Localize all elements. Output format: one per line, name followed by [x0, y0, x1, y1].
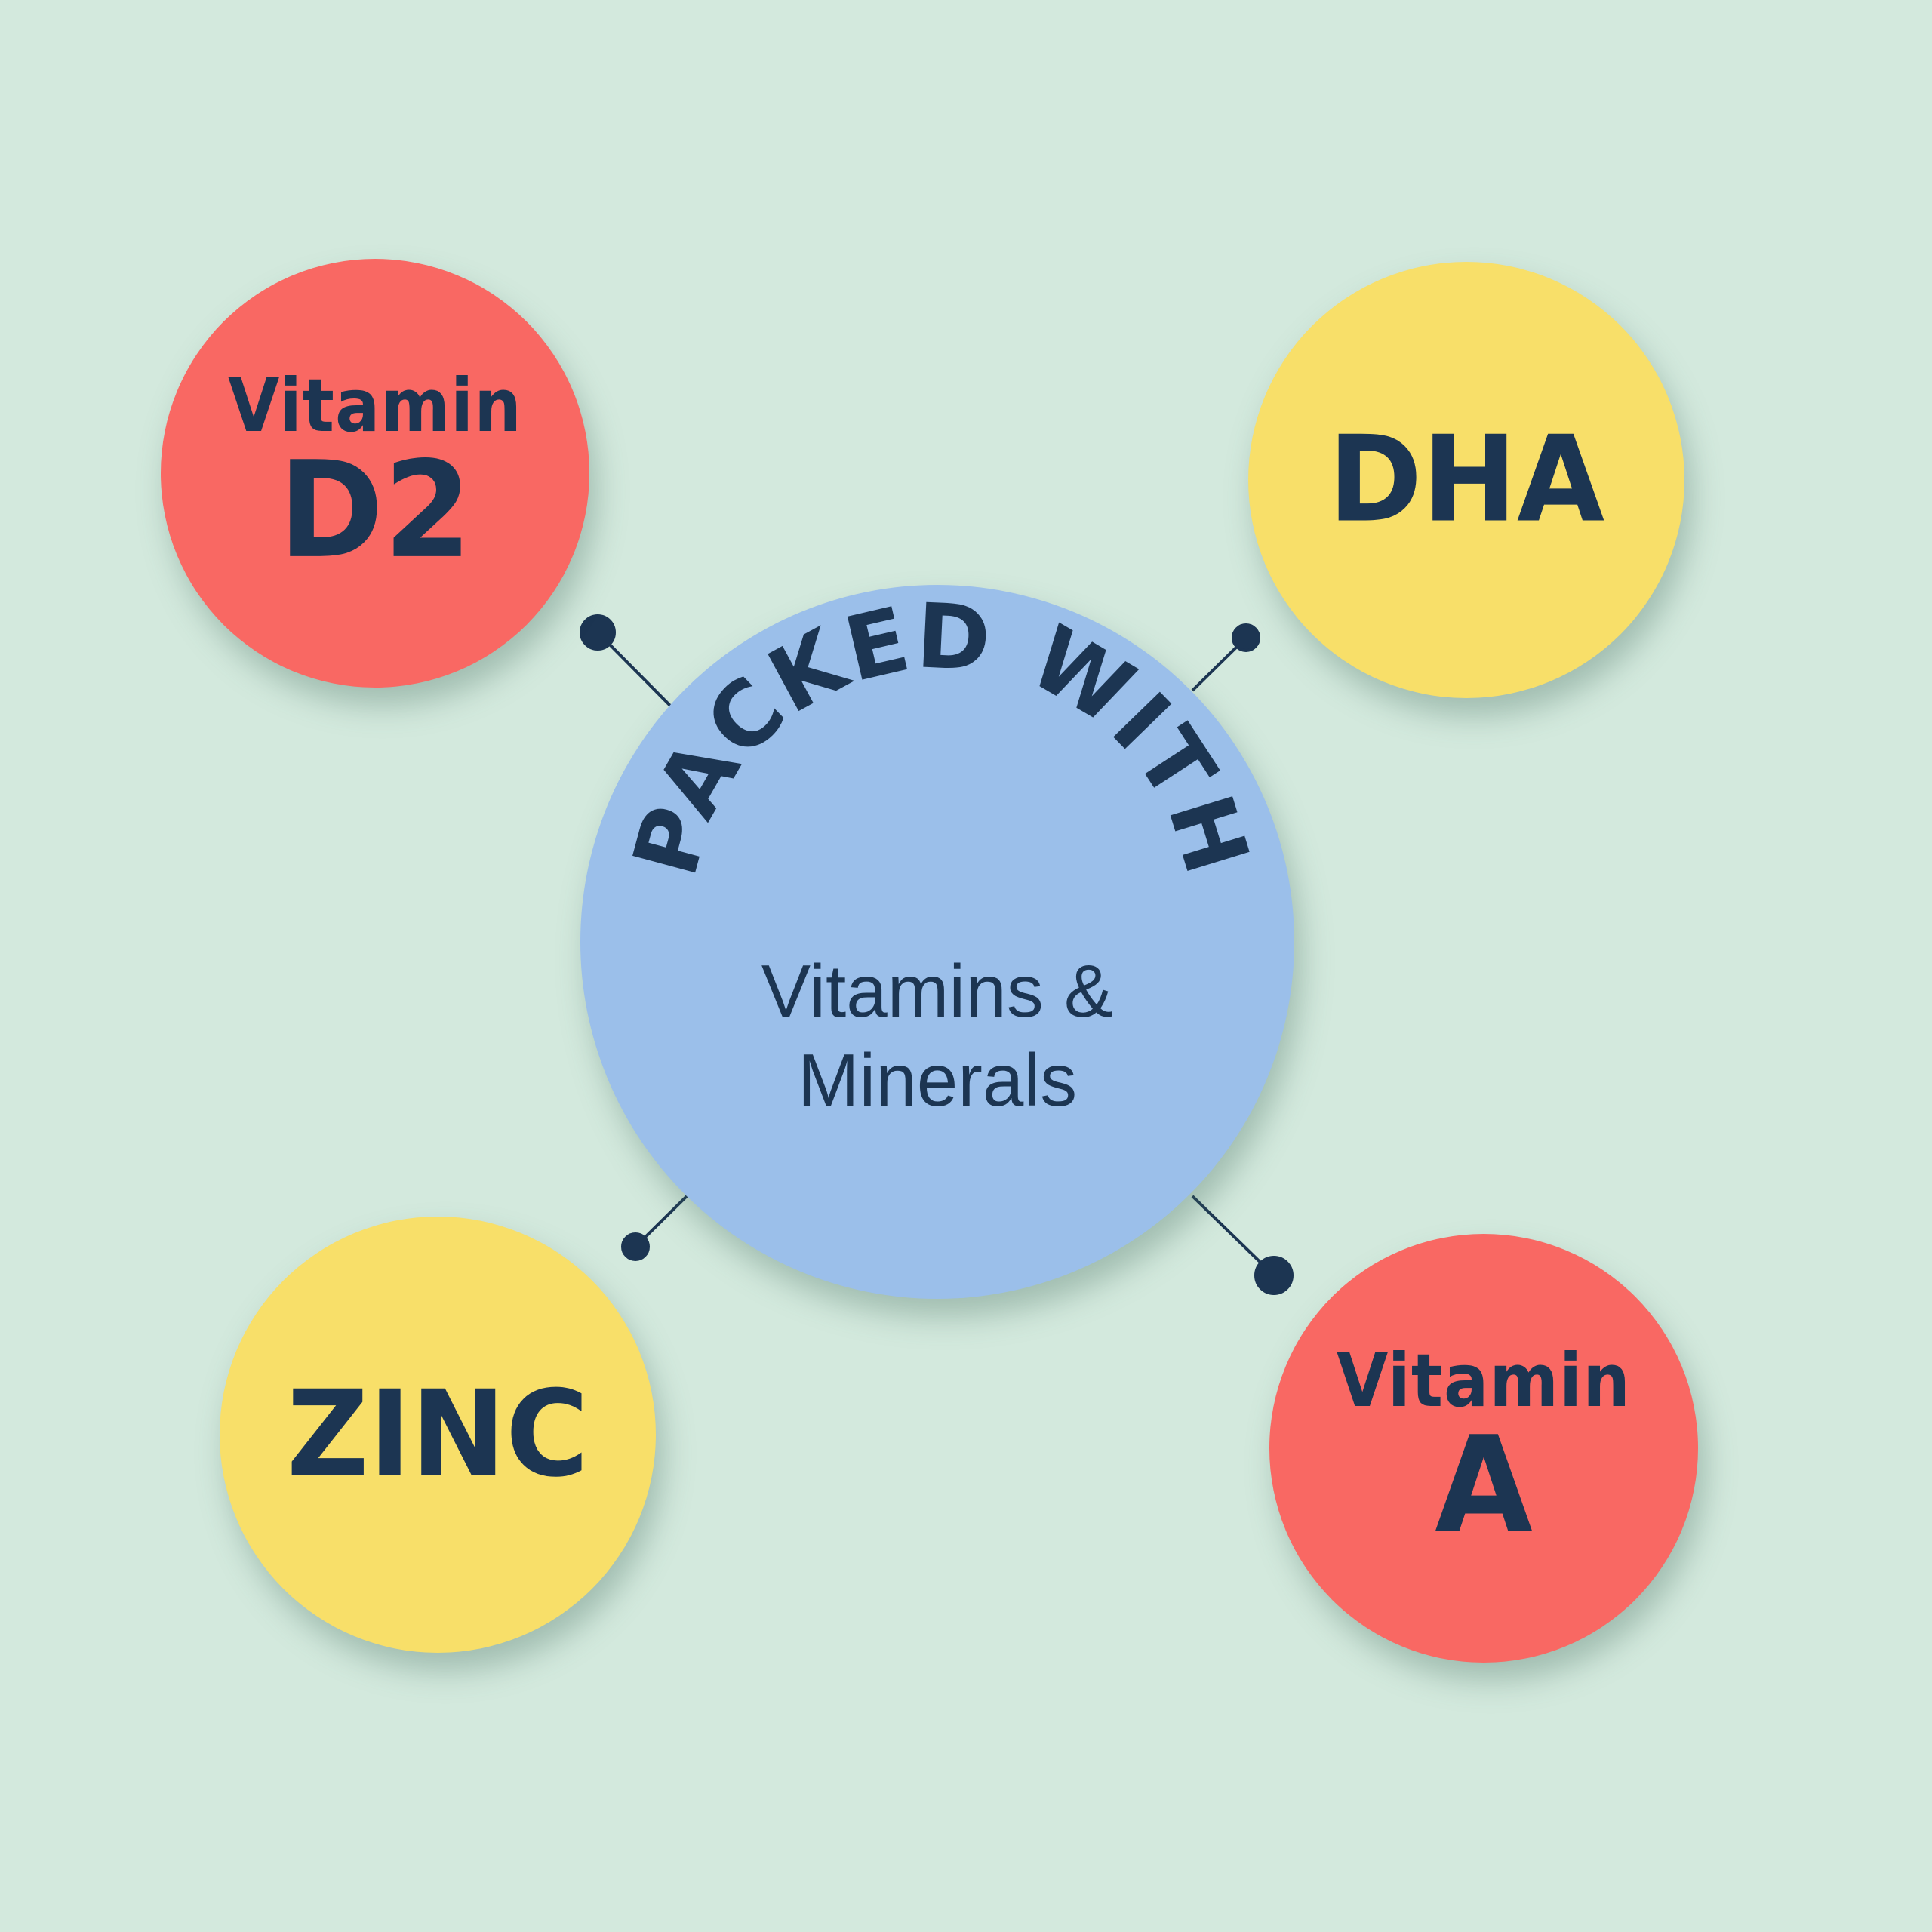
- vitamin-a-label-main: A: [1434, 1407, 1534, 1563]
- arc-title-svg: PACKED WITH: [613, 585, 1269, 887]
- vitamin-a-label-top: Vitamin: [1337, 1337, 1631, 1424]
- dha-label: DHA: [1327, 411, 1605, 549]
- center-subtitle-line1: Vitamins &: [761, 949, 1114, 1032]
- connector-dot-top-right: [1232, 623, 1260, 652]
- arc-title-text: PACKED WITH: [613, 585, 1268, 887]
- dha-circle: DHA: [1248, 262, 1684, 698]
- zinc-circle: ZINC: [220, 1217, 656, 1653]
- vitamin-d2-circle: Vitamin D2: [161, 259, 589, 688]
- connector-dot-bottom-left: [621, 1232, 650, 1261]
- vitamin-d2-label-top: Vitamin: [228, 362, 522, 449]
- zinc-label: ZINC: [286, 1365, 589, 1504]
- center-subtitle: Vitamins & Minerals: [580, 947, 1294, 1124]
- connector-dot-top-left: [580, 614, 616, 651]
- vitamin-d2-label-main: D2: [278, 432, 472, 588]
- center-subtitle-line2: Minerals: [797, 1038, 1078, 1121]
- connector-dot-bottom-right: [1254, 1256, 1294, 1295]
- center-circle: PACKED WITH Vitamins & Minerals: [580, 585, 1294, 1299]
- arc-title: PACKED WITH: [613, 585, 1269, 887]
- vitamin-a-circle: Vitamin A: [1269, 1234, 1698, 1663]
